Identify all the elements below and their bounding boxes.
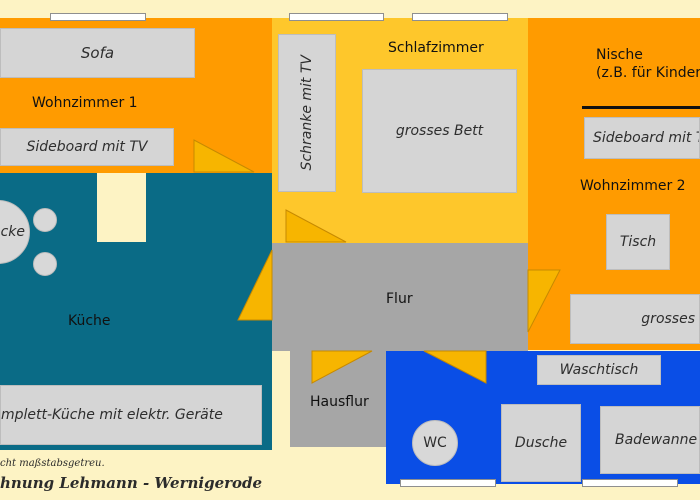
badewanne: Badewanne bbox=[600, 406, 700, 474]
waschtisch-label: Waschtisch bbox=[559, 361, 639, 378]
dusche-label: Dusche bbox=[514, 434, 568, 451]
nische-divider bbox=[582, 106, 700, 109]
sofa-label: Sofa bbox=[80, 44, 115, 62]
chair bbox=[33, 252, 57, 276]
room-label-hausflur: Hausflur bbox=[310, 394, 369, 410]
grosses-bett: grosses Bett bbox=[362, 69, 517, 193]
door-kueche bbox=[237, 249, 273, 321]
chair bbox=[33, 208, 57, 232]
sideboard-tv-1-label: Sideboard mit TV bbox=[26, 138, 148, 155]
grosses-bett-label: grosses Bett bbox=[395, 122, 484, 139]
nische-hint: (z.B. für Kinder bbox=[596, 65, 700, 81]
kuechenzeile-label: mplett-Küche mit elektr. Geräte bbox=[1, 406, 223, 423]
window bbox=[400, 479, 496, 487]
caption-title: hnung Lehmann - Wernigerode bbox=[0, 474, 263, 492]
wc-label: WC bbox=[423, 435, 447, 451]
tisch-label: Tisch bbox=[619, 233, 657, 250]
grosses-sofa-label: grosses bbox=[641, 310, 695, 327]
room-label-schlafzimmer: Schlafzimmer bbox=[388, 40, 484, 56]
sideboard-tv-2-label: Sideboard mit T bbox=[593, 129, 700, 146]
room-label-kueche: Küche bbox=[68, 313, 111, 329]
sofa: Sofa bbox=[0, 28, 195, 78]
door-hausflur bbox=[311, 350, 373, 384]
room-flur bbox=[272, 243, 528, 351]
caption-note: cht maßstabsgetreu. bbox=[0, 458, 105, 469]
door-bad bbox=[423, 350, 487, 384]
window bbox=[50, 13, 146, 21]
badewanne-label: Badewanne bbox=[615, 431, 698, 448]
sideboard-tv-2: Sideboard mit T bbox=[584, 117, 700, 159]
window bbox=[412, 13, 508, 21]
wc: WC bbox=[412, 420, 458, 466]
schranke-tv: Schranke mit TV bbox=[278, 34, 336, 192]
room-label-flur: Flur bbox=[386, 291, 413, 307]
grosses-sofa: grosses bbox=[570, 294, 700, 344]
kueche-passage bbox=[97, 173, 146, 242]
window bbox=[289, 13, 384, 21]
door-wohnzimmer1 bbox=[193, 139, 255, 173]
room-label-wohnzimmer1: Wohnzimmer 1 bbox=[32, 95, 138, 111]
ecke-label: ecke bbox=[0, 224, 25, 240]
waschtisch: Waschtisch bbox=[537, 355, 661, 385]
kuechenzeile: mplett-Küche mit elektr. Geräte bbox=[0, 385, 262, 445]
door-schlafzimmer bbox=[285, 209, 347, 243]
tisch: Tisch bbox=[606, 214, 670, 270]
room-label-wohnzimmer2: Wohnzimmer 2 bbox=[580, 178, 686, 194]
dusche: Dusche bbox=[501, 404, 581, 482]
nische-label: Nische bbox=[596, 47, 643, 63]
door-wohnzimmer2 bbox=[527, 269, 561, 333]
sideboard-tv-1: Sideboard mit TV bbox=[0, 128, 174, 166]
window bbox=[582, 479, 678, 487]
